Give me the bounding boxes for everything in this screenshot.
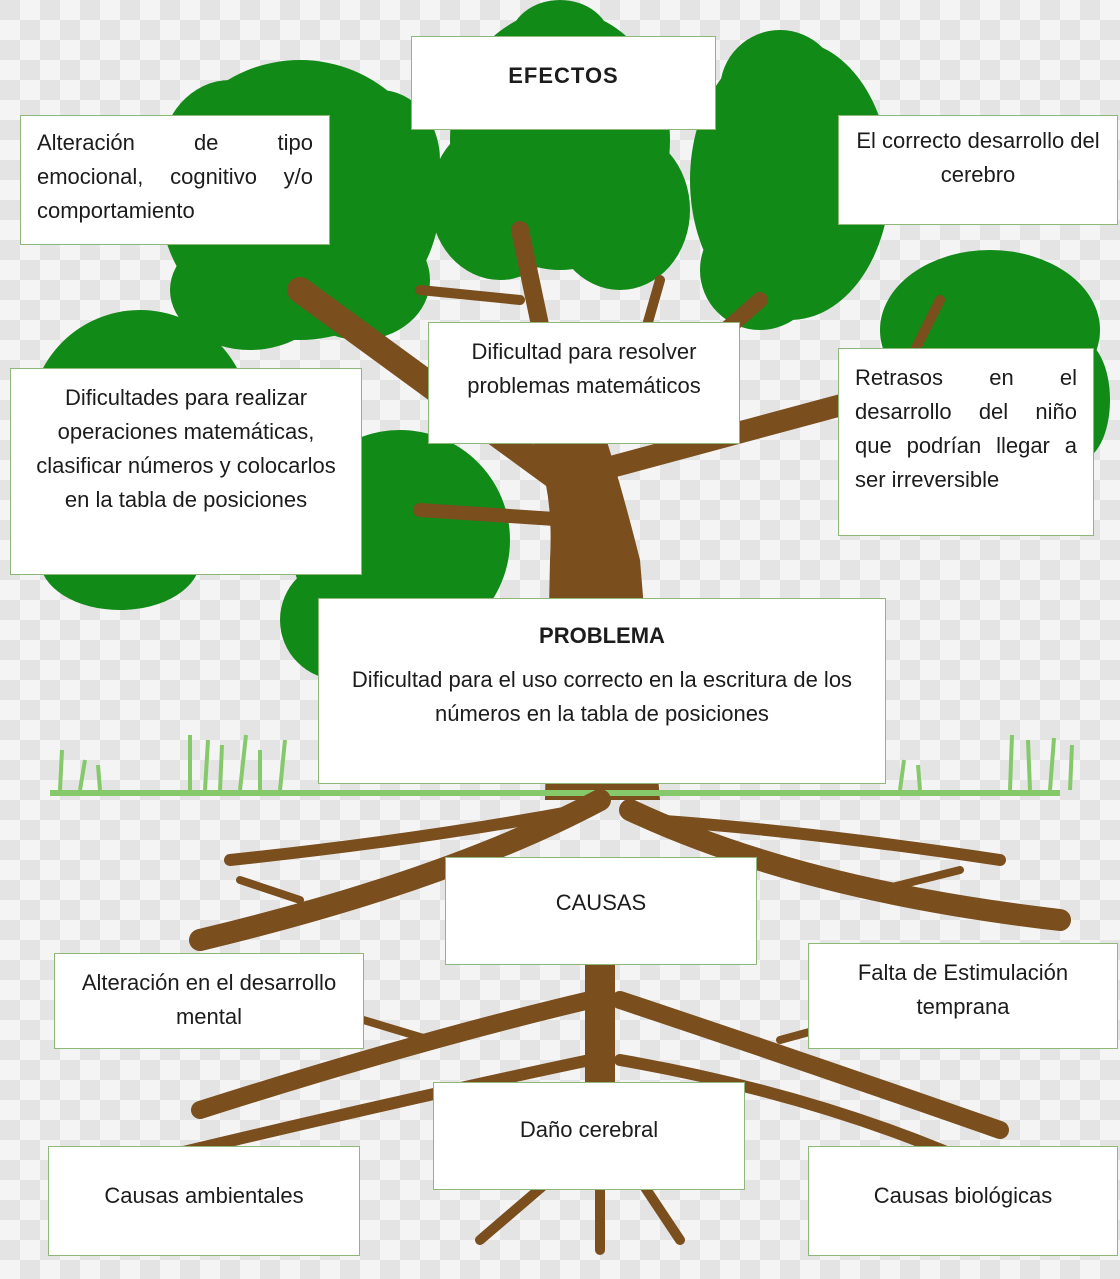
effect-box-brain-development: El correcto desarrollo del cerebro bbox=[838, 115, 1118, 225]
root bbox=[236, 876, 304, 904]
branch bbox=[415, 285, 525, 305]
effect-text: Dificultad para resolver problemas matem… bbox=[467, 339, 701, 398]
root bbox=[876, 866, 964, 894]
problem-title: PROBLEMA bbox=[539, 623, 665, 648]
effect-text: El correcto desarrollo del cerebro bbox=[856, 128, 1100, 187]
causes-title: CAUSAS bbox=[555, 890, 647, 915]
root bbox=[644, 814, 1006, 866]
root bbox=[611, 991, 1009, 1139]
effect-box-development-delays: Retrasos en el desarrollo del niño que p… bbox=[838, 348, 1094, 536]
root bbox=[189, 789, 611, 951]
effect-box-math-operations: Dificultades para realizar operaciones m… bbox=[10, 368, 362, 575]
grass-line bbox=[50, 734, 1074, 796]
cause-box-environmental: Causas ambientales bbox=[48, 1146, 360, 1256]
cause-box-biological: Causas biológicas bbox=[808, 1146, 1118, 1256]
cause-box-brain-damage: Daño cerebral bbox=[433, 1082, 745, 1190]
causes-title-box: CAUSAS bbox=[445, 857, 757, 965]
effects-title: EFECTOS bbox=[508, 63, 619, 88]
tree-roots bbox=[144, 789, 1071, 1255]
effect-box-math-problems: Dificultad para resolver problemas matem… bbox=[428, 322, 740, 444]
cause-text: Daño cerebral bbox=[519, 1117, 659, 1142]
cause-text: Causas biológicas bbox=[873, 1183, 1053, 1208]
foliage-cluster-top-right bbox=[690, 30, 890, 330]
effects-title-box: EFECTOS bbox=[411, 36, 716, 130]
effect-box-emotional: Alteración de tipo emocional, cognitivo … bbox=[20, 115, 330, 245]
effect-text: Alteración de tipo emocional, cognitivo … bbox=[37, 130, 313, 223]
root bbox=[224, 804, 586, 866]
effect-text: Retrasos en el desarrollo del niño que p… bbox=[855, 365, 1077, 492]
root bbox=[144, 1054, 596, 1166]
cause-text: Causas ambientales bbox=[104, 1183, 304, 1208]
root bbox=[635, 1175, 685, 1245]
cause-box-mental-development: Alteración en el desarrollo mental bbox=[54, 953, 364, 1049]
root bbox=[475, 1175, 555, 1245]
cause-text: Falta de Estimulación temprana bbox=[857, 960, 1069, 1019]
root bbox=[191, 991, 599, 1119]
problem-text: Dificultad para el uso correcto en la es… bbox=[351, 667, 853, 726]
cause-box-early-stimulation: Falta de Estimulación temprana bbox=[808, 943, 1118, 1049]
branch bbox=[413, 503, 577, 527]
root bbox=[619, 799, 1071, 931]
problem-box: PROBLEMA Dificultad para el uso correcto… bbox=[318, 598, 886, 784]
cause-text: Alteración en el desarrollo mental bbox=[81, 970, 337, 1029]
effect-text: Dificultades para realizar operaciones m… bbox=[36, 385, 336, 512]
